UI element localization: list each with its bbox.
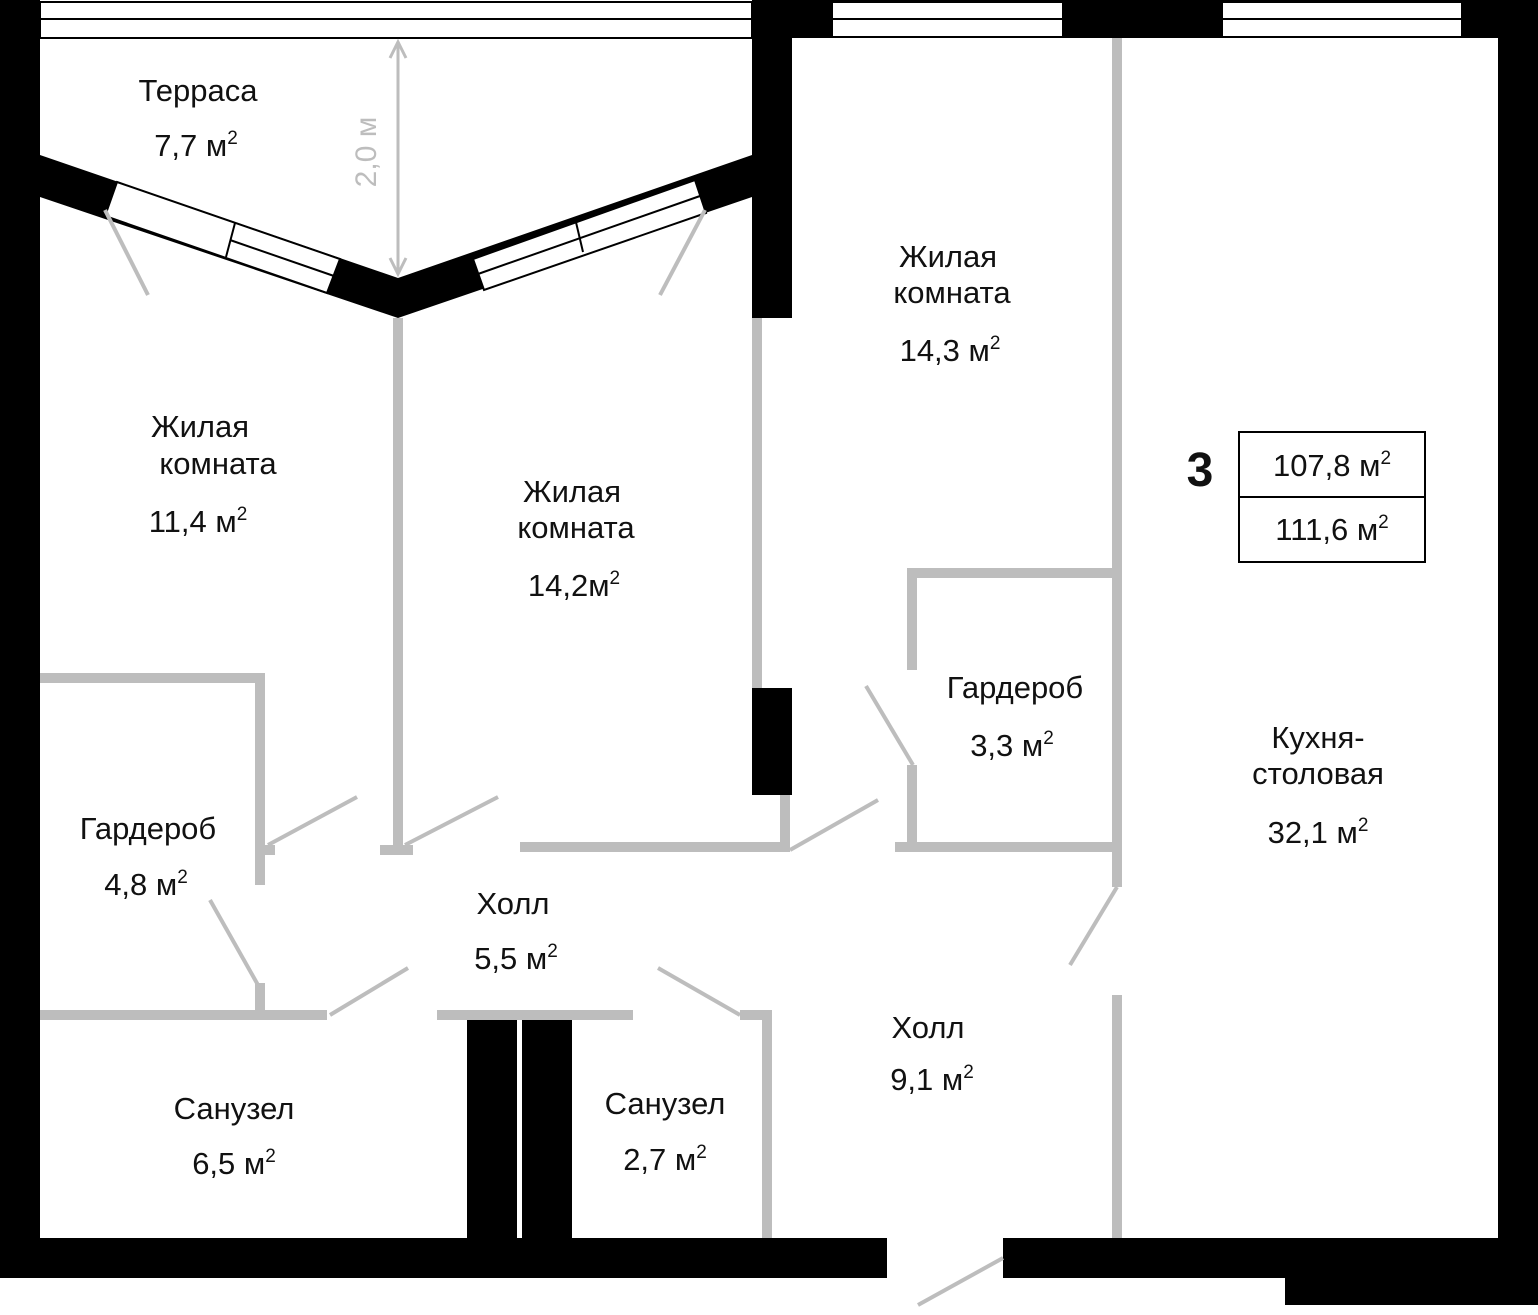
room-hall-1: Холл 5,5 м2 [474, 886, 558, 976]
room-bathroom-2: Санузел 2,7 м2 [605, 1086, 726, 1177]
area-summary: 3 107,8 м2 111,6 м2 [1187, 431, 1426, 563]
svg-text:Гардероб: Гардероб [947, 670, 1083, 705]
room-wardrobe-1: Гардероб 3,3 м2 [947, 670, 1083, 763]
svg-text:Холл: Холл [891, 1010, 964, 1045]
svg-text:Жилая: Жилая [899, 239, 997, 274]
windows [39, 1, 1463, 295]
terrace-depth-dimension: 2,0 м [350, 38, 408, 278]
total-area: 111,6 м2 [1275, 512, 1388, 547]
svg-text:3,3 м2: 3,3 м2 [970, 728, 1054, 763]
svg-text:2,0 м: 2,0 м [350, 117, 383, 188]
door-swings [103, 209, 1119, 1307]
room-hall-2: Холл 9,1 м2 [890, 1010, 974, 1097]
room-kitchen-dining: Кухня- столовая 32,1 м2 [1252, 720, 1384, 850]
living-area: 107,8 м2 [1273, 448, 1391, 483]
svg-text:11,4 м2: 11,4 м2 [149, 504, 248, 539]
svg-text:14,3 м2: 14,3 м2 [900, 333, 1001, 368]
svg-text:6,5 м2: 6,5 м2 [192, 1146, 276, 1181]
svg-text:Жилая: Жилая [523, 474, 621, 509]
svg-text:комната: комната [159, 446, 277, 481]
svg-text:столовая: столовая [1252, 756, 1384, 791]
svg-text:32,1 м2: 32,1 м2 [1268, 815, 1369, 850]
svg-text:Терраса: Терраса [139, 73, 259, 108]
svg-text:Гардероб: Гардероб [80, 811, 216, 846]
room-living-3: Жилая комната 14,3 м2 [893, 239, 1011, 368]
svg-text:Санузел: Санузел [605, 1086, 726, 1121]
svg-text:Холл: Холл [476, 886, 549, 921]
svg-text:5,5 м2: 5,5 м2 [474, 941, 558, 976]
svg-text:Кухня-: Кухня- [1271, 720, 1364, 755]
svg-text:комната: комната [893, 275, 1011, 310]
room-bathroom-1: Санузел 6,5 м2 [174, 1091, 295, 1181]
room-living-2: Жилая комната 14,2м2 [517, 474, 635, 603]
svg-text:2,7 м2: 2,7 м2 [623, 1142, 707, 1177]
partitions [40, 38, 1122, 1238]
svg-text:Жилая: Жилая [151, 409, 249, 444]
svg-text:9,1 м2: 9,1 м2 [890, 1062, 974, 1097]
svg-text:7,7 м2: 7,7 м2 [154, 128, 238, 163]
room-count: 3 [1187, 444, 1214, 497]
room-living-1: Жилая комната 11,4 м2 [149, 409, 278, 539]
room-terrace: Терраса 7,7 м2 [139, 73, 259, 163]
svg-text:4,8 м2: 4,8 м2 [104, 867, 188, 902]
svg-text:14,2м2: 14,2м2 [528, 568, 620, 603]
svg-text:Санузел: Санузел [174, 1091, 295, 1126]
svg-text:комната: комната [517, 510, 635, 545]
room-wardrobe-2: Гардероб 4,8 м2 [80, 811, 216, 902]
